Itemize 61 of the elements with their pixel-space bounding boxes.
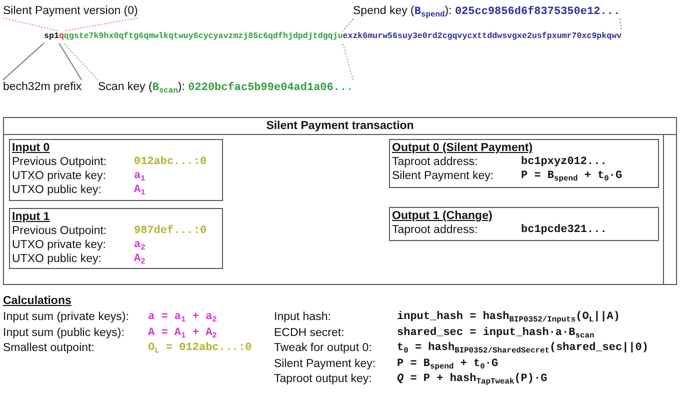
field-value: A$_{2}$ xyxy=(134,252,146,266)
address-version-char: q xyxy=(58,31,64,43)
formula: t$_{0}$ = hash$_{BIP0352/SharedSecret}$(shared_sec||0) xyxy=(397,341,648,355)
field-label: UTXO private key: xyxy=(12,169,106,183)
callout-label: Scan key (B$_{scan}$): 0220bcfac5b99e04ad1a06... xyxy=(98,80,354,95)
box-heading: Input 1 xyxy=(12,210,50,224)
panel-title: Silent Payment transaction xyxy=(266,119,414,133)
field-value: 012abc...:0 xyxy=(134,155,207,169)
formula: a = a$_{1}$ + a$_{2}$ xyxy=(148,310,217,324)
field-label: UTXO private key: xyxy=(12,238,106,252)
callout-label: Silent Payment version (0) xyxy=(3,4,138,18)
field-label: ECDH secret: xyxy=(274,326,344,340)
field-value: a$_{2}$ xyxy=(134,238,146,252)
address-prefix: sp1 xyxy=(44,31,59,43)
field-value: A$_{1}$ xyxy=(134,183,146,197)
formula: shared_sec = input_hash·a·B$_{scan}$ xyxy=(397,326,594,340)
formula: A = A$_{1}$ + A$_{2}$ xyxy=(148,326,217,340)
info-box xyxy=(389,207,659,241)
field-label: Previous Outpoint: xyxy=(12,155,107,169)
field-label: Smallest outpoint: xyxy=(3,341,94,355)
box-heading: Input 0 xyxy=(12,141,50,155)
section-heading: Calculations xyxy=(3,294,72,308)
field-value: a$_{1}$ xyxy=(134,169,146,183)
info-box xyxy=(9,139,223,201)
leader-line xyxy=(2,18,60,32)
callout-label: Spend key (B$_{spend}$): 025cc9856d6f8375350e12... xyxy=(353,4,620,19)
leader-line xyxy=(619,18,622,32)
field-value: P = B$_{spend}$ + t$_{0}$·G xyxy=(521,169,622,183)
formula: O$_{L}$ = 012abc...:0 xyxy=(148,341,252,355)
leader-line xyxy=(342,18,354,32)
field-label: Previous Outpoint: xyxy=(12,224,107,238)
field-label: Silent Payment key: xyxy=(392,169,494,183)
field-label: Taproot address: xyxy=(392,223,478,237)
box-heading: Output 0 (Silent Payment) xyxy=(392,141,533,155)
field-label: Input hash: xyxy=(274,310,331,324)
leader-line xyxy=(342,42,354,80)
info-box xyxy=(9,208,223,269)
formula: input_hash = hash$_{BIP0352/Inputs}$(O$_{L}$||A) xyxy=(397,310,620,324)
callout-label: bech32m prefix xyxy=(3,80,82,94)
leader-line xyxy=(58,42,82,80)
field-label: Tweak for output 0: xyxy=(274,341,372,355)
leader-line xyxy=(2,42,44,80)
field-value: 987def...:0 xyxy=(134,224,207,238)
field-value: bc1pcde321... xyxy=(521,223,607,237)
box-heading: Output 1 (Change) xyxy=(392,209,492,223)
leader-line xyxy=(63,42,98,80)
leader-line xyxy=(63,18,138,32)
field-label: Taproot address: xyxy=(392,155,478,169)
field-label: Input sum (private keys): xyxy=(3,310,129,324)
formula: Q = P + hash$_{TapTweak}$(P)·G xyxy=(397,372,548,386)
address-scan-part: qgste7k9hx0qftg6qmwlkqtwuy6cycyavzmzj85c6qdfhjdpdjtdgqju xyxy=(64,31,343,43)
field-label: UTXO public key: xyxy=(12,252,102,266)
field-label: Input sum (public keys): xyxy=(3,326,124,340)
info-box xyxy=(389,139,659,188)
field-label: Silent Payment key: xyxy=(274,357,376,371)
field-label: Taproot output key: xyxy=(274,372,372,386)
formula: P = B$_{spend}$ + t$_{0}$·G xyxy=(397,357,498,371)
address-spend-part: exzk6murw56suy3e0rd2cgqvycxttddwsvgxe2usfpxumr70xc9pkqwv xyxy=(342,31,622,43)
field-value: bc1pxyz012... xyxy=(521,155,607,169)
transaction-panel xyxy=(3,117,677,285)
field-label: UTXO public key: xyxy=(12,183,102,197)
